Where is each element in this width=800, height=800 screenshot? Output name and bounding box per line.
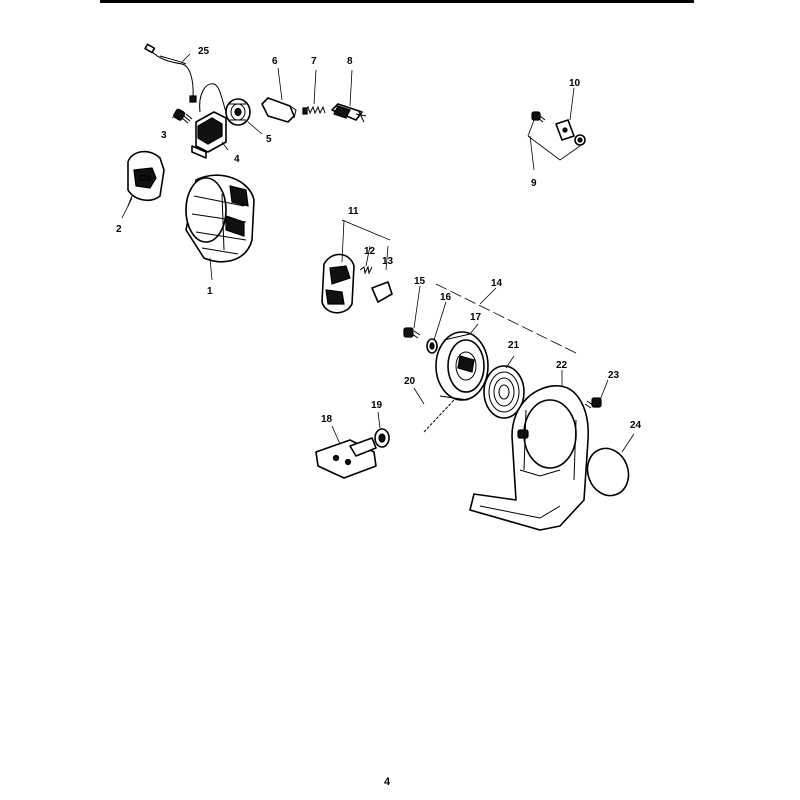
callout-17: 17 <box>470 312 482 323</box>
callout-11: 11 <box>348 206 359 217</box>
part-9-10-bracket-set <box>531 111 586 146</box>
part-2-module-plate <box>127 150 165 207</box>
part-6-plug-boot <box>261 97 297 123</box>
part-5-pulley <box>225 98 251 126</box>
callout-14: 14 <box>491 278 503 289</box>
part-11-clutch-shoe <box>321 253 355 314</box>
callout-5: 5 <box>266 134 272 145</box>
part-21-recoil-spring <box>483 365 525 419</box>
callout-18: 18 <box>321 414 333 425</box>
part-23-screw <box>584 397 602 409</box>
part-17-rope-reel <box>435 331 489 401</box>
callout-23: 23 <box>608 370 620 381</box>
callout-2: 2 <box>116 224 122 235</box>
callout-19: 19 <box>371 400 383 411</box>
callout-10: 10 <box>569 78 581 89</box>
callout-8: 8 <box>347 56 353 67</box>
part-8-spark-plug <box>331 103 367 123</box>
callout-22: 22 <box>556 360 568 371</box>
part-13-cam <box>371 281 393 303</box>
callout-labels: 25 3 4 5 6 7 8 10 9 2 11 12 13 1 15 14 1… <box>116 46 642 431</box>
part-19-rope-guide <box>374 428 390 448</box>
callout-4: 4 <box>234 154 240 165</box>
page-number: 4 <box>384 776 391 788</box>
callout-21: 21 <box>508 340 520 351</box>
callout-9: 9 <box>531 178 537 189</box>
callout-12: 12 <box>364 246 376 257</box>
callout-6: 6 <box>272 56 278 67</box>
callout-16: 16 <box>440 292 452 303</box>
callout-7: 7 <box>311 56 317 67</box>
callout-3: 3 <box>161 130 167 141</box>
part-12-spring <box>359 265 373 275</box>
top-rule <box>100 0 694 3</box>
part-4-ignition-coil <box>191 83 227 159</box>
part-25-ignition-lead <box>144 43 197 103</box>
part-20-rope <box>423 399 455 433</box>
callout-25: 25 <box>198 46 210 57</box>
part-22-starter-housing <box>469 385 589 531</box>
callout-20: 20 <box>404 376 416 387</box>
part-7-spring <box>302 105 326 115</box>
part-16-washer <box>426 338 438 354</box>
callout-1: 1 <box>207 286 213 297</box>
callout-15: 15 <box>414 276 426 287</box>
callout-24: 24 <box>630 420 642 431</box>
leader-lines <box>121 53 635 453</box>
part-3-screw <box>173 108 193 124</box>
part-15-screw <box>403 327 421 339</box>
part-18-starter-handle <box>315 437 377 479</box>
callout-13: 13 <box>382 256 394 267</box>
part-1-flywheel <box>185 174 255 263</box>
part-24-seal-ring <box>586 447 630 497</box>
